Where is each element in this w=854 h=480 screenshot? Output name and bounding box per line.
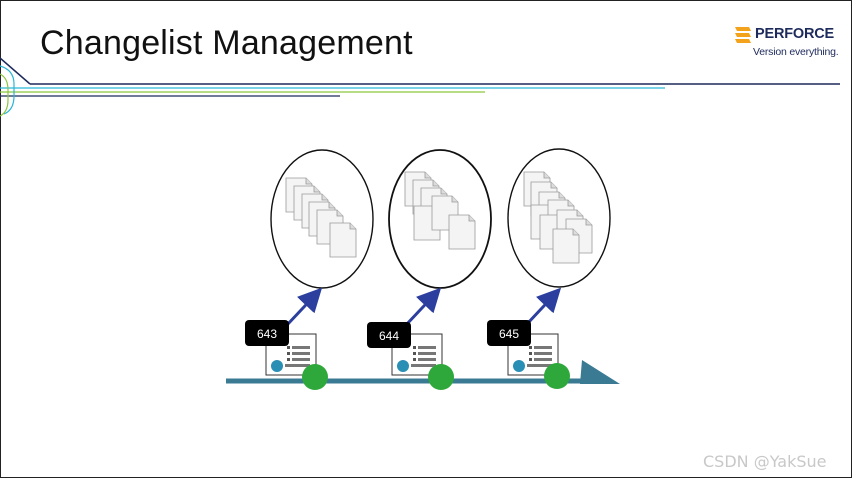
changelist-badge — [367, 322, 411, 348]
timeline-node — [544, 363, 570, 389]
timeline-node — [302, 364, 328, 390]
changelist-number: 645 — [499, 327, 519, 341]
slide-title: Changelist Management — [40, 24, 413, 62]
changelist-644: 644 — [367, 149, 492, 390]
link-arrow — [525, 287, 562, 326]
changelist-number: 643 — [257, 327, 277, 341]
changelist-badge — [487, 320, 531, 346]
watermark: CSDN @YakSue — [703, 452, 827, 471]
brand-name: PERFORCE — [755, 26, 834, 42]
timeline-node — [428, 364, 454, 390]
header-decoration — [0, 57, 840, 117]
changelist-643: 643 — [245, 149, 374, 390]
changelist-number: 644 — [379, 329, 399, 343]
changelist-645: 645 — [487, 148, 611, 389]
timeline — [226, 360, 620, 384]
perforce-brand: PERFORCE Version everything. — [733, 25, 843, 65]
perforce-logo-icon — [735, 27, 751, 43]
changelist-badge — [245, 320, 289, 346]
brand-tagline: Version everything. — [753, 46, 839, 58]
link-arrow — [285, 287, 323, 327]
link-arrow — [404, 287, 442, 327]
